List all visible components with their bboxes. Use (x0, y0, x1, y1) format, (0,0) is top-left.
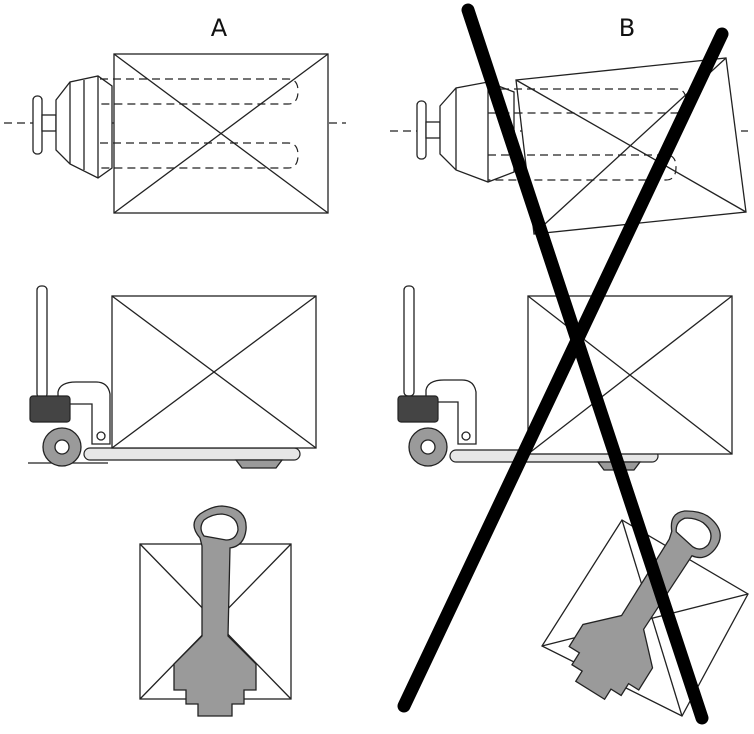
tiller-loop-a (200, 513, 239, 541)
truck-body-b (425, 379, 477, 445)
pallet-truck-silhouette-a (173, 505, 257, 717)
tiller-handle-a (36, 285, 48, 399)
top-view-centered (4, 53, 346, 214)
pallet-truck-silhouette-b (568, 510, 721, 701)
load-roller-a (234, 459, 284, 469)
pump-unit-a (29, 395, 71, 423)
bottom-view-angled (541, 510, 749, 717)
pallet-truck-bottom-a (173, 505, 257, 717)
side-view-a (28, 285, 317, 469)
pallet-truck-bottom-b (568, 510, 721, 701)
bottom-view-straight (139, 505, 292, 717)
tiller-grip (32, 95, 43, 155)
pump-unit-b (397, 395, 439, 423)
truck-body-a (57, 381, 111, 445)
fork-side-a (83, 447, 301, 461)
forbidden-cross (397, 3, 729, 725)
label-a: A (211, 14, 228, 42)
pallet-truck-top-a (32, 75, 113, 179)
tiller-handle-b (403, 285, 415, 397)
label-b: B (619, 14, 635, 42)
tiller-loop-b (675, 517, 712, 550)
side-view-b (397, 285, 733, 471)
